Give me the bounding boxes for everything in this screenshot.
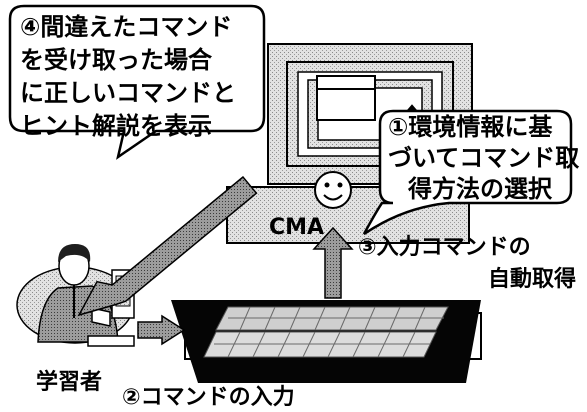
keyboard (171, 300, 482, 383)
cma-agent-icon (314, 171, 352, 209)
bubble-line: づいてコマンド取 (388, 144, 580, 172)
input-arrow (137, 314, 186, 346)
auto-acquire-arrow (312, 226, 354, 299)
bubble-line: に正しいコマンドと (20, 79, 236, 107)
display-arrow (77, 175, 258, 317)
bubble-line: を受け取った場合 (20, 46, 212, 74)
speech-bubble-selection (362, 109, 573, 236)
bubble-line: ④間違えたコマンド (20, 13, 233, 41)
cma-label: CMA (269, 215, 325, 240)
learner-label: 学習者 (36, 370, 103, 395)
bubble-line: ヒント解説を表示 (20, 112, 212, 140)
display-bubble-text: ④間違えたコマンド を受け取った場合 に正しいコマンドと ヒント解説を表示 (20, 11, 236, 143)
bubble-line: 得方法の選択 (408, 175, 552, 203)
window-icon (316, 75, 376, 121)
selection-bubble-text: ①環境情報に基 づいてコマンド取 得方法の選択 (388, 112, 579, 205)
speech-bubble-display (8, 4, 266, 160)
input-label: ②コマンドの入力 (122, 385, 295, 410)
auto-acquire-label: ③入力コマンドの (358, 235, 531, 260)
auto-acquire-label-2: 自動取得 (488, 267, 577, 292)
bubble-line: ①環境情報に基 (388, 113, 553, 141)
